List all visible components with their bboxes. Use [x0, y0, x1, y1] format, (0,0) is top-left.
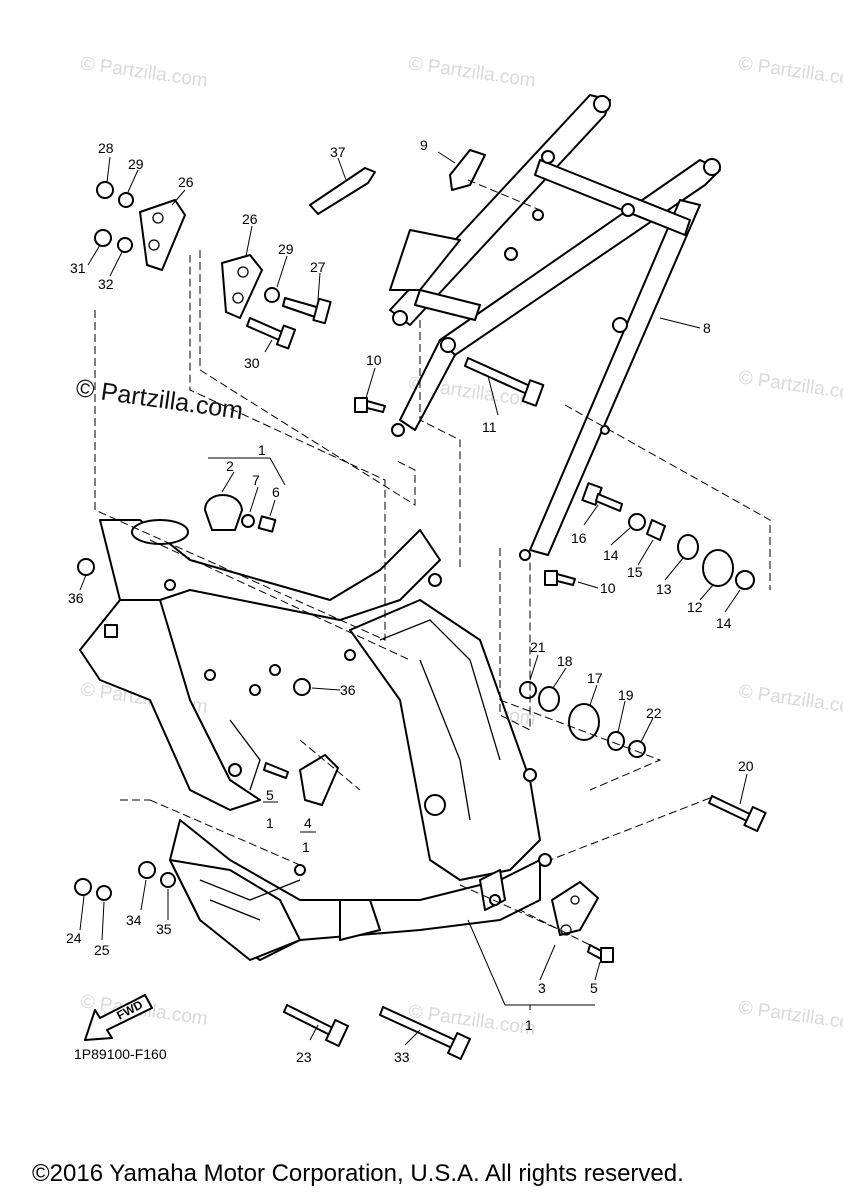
callout-5: 5: [590, 980, 598, 996]
callout-14: 14: [716, 615, 732, 631]
callout-12: 12: [687, 599, 703, 615]
callout-25: 25: [94, 942, 110, 958]
fwd-arrow-icon: [84, 994, 153, 1041]
callout-1: 1: [258, 442, 266, 458]
callout-7: 7: [252, 472, 260, 488]
callout-26: 26: [178, 174, 194, 190]
callout-11: 11: [482, 419, 497, 435]
callout-33: 33: [394, 1049, 410, 1065]
callout-35: 35: [156, 921, 172, 937]
callout-14: 14: [603, 547, 619, 563]
callout-32: 32: [98, 276, 114, 292]
callout-10: 10: [366, 352, 382, 368]
callout-31: 31: [70, 260, 86, 276]
callout-23: 23: [296, 1049, 312, 1065]
callout-17: 17: [587, 670, 603, 686]
callout-8: 8: [703, 320, 711, 336]
callout-37: 37: [330, 144, 346, 160]
leader-lines: [79, 151, 748, 1046]
callout-22: 22: [646, 705, 662, 721]
callout-19: 19: [618, 687, 634, 703]
copyright-notice: ©2016 Yamaha Motor Corporation, U.S.A. A…: [32, 1160, 684, 1187]
callout-1: 1: [525, 1017, 533, 1033]
callout-10: 10: [600, 580, 616, 596]
callout-29: 29: [128, 156, 144, 172]
callout-1: 1: [302, 839, 310, 855]
callout-5: 5: [266, 787, 274, 803]
callout-4: 4: [304, 815, 312, 831]
callout-9: 9: [420, 137, 428, 153]
callout-20: 20: [738, 758, 754, 774]
callout-28: 28: [98, 140, 114, 156]
callout-13: 13: [656, 581, 672, 597]
callout-6: 6: [272, 484, 280, 500]
callout-27: 27: [310, 259, 326, 275]
callout-2: 2: [226, 458, 234, 474]
callout-18: 18: [557, 653, 573, 669]
callout-36: 36: [340, 682, 356, 698]
callout-24: 24: [66, 930, 82, 946]
diagram-code: 1P89100-F160: [74, 1046, 167, 1062]
callout-15: 15: [627, 564, 643, 580]
callout-16: 16: [571, 530, 587, 546]
callout-3: 3: [538, 980, 546, 996]
callout-30: 30: [244, 355, 260, 371]
hardware-parts: [74, 149, 767, 1060]
callout-26: 26: [242, 211, 258, 227]
main-frame: [79, 519, 552, 961]
group-outlines: [94, 179, 771, 951]
callout-29: 29: [278, 241, 294, 257]
callout-1: 1: [266, 815, 274, 831]
callout-labels: 1 1 1 1 2 3 4 5 5 6 7 8 9 10 10 11 12 13…: [66, 137, 754, 1065]
rear-subframe: [389, 94, 721, 561]
callout-34: 34: [126, 912, 142, 928]
callout-36: 36: [68, 590, 84, 606]
callout-21: 21: [530, 639, 546, 655]
